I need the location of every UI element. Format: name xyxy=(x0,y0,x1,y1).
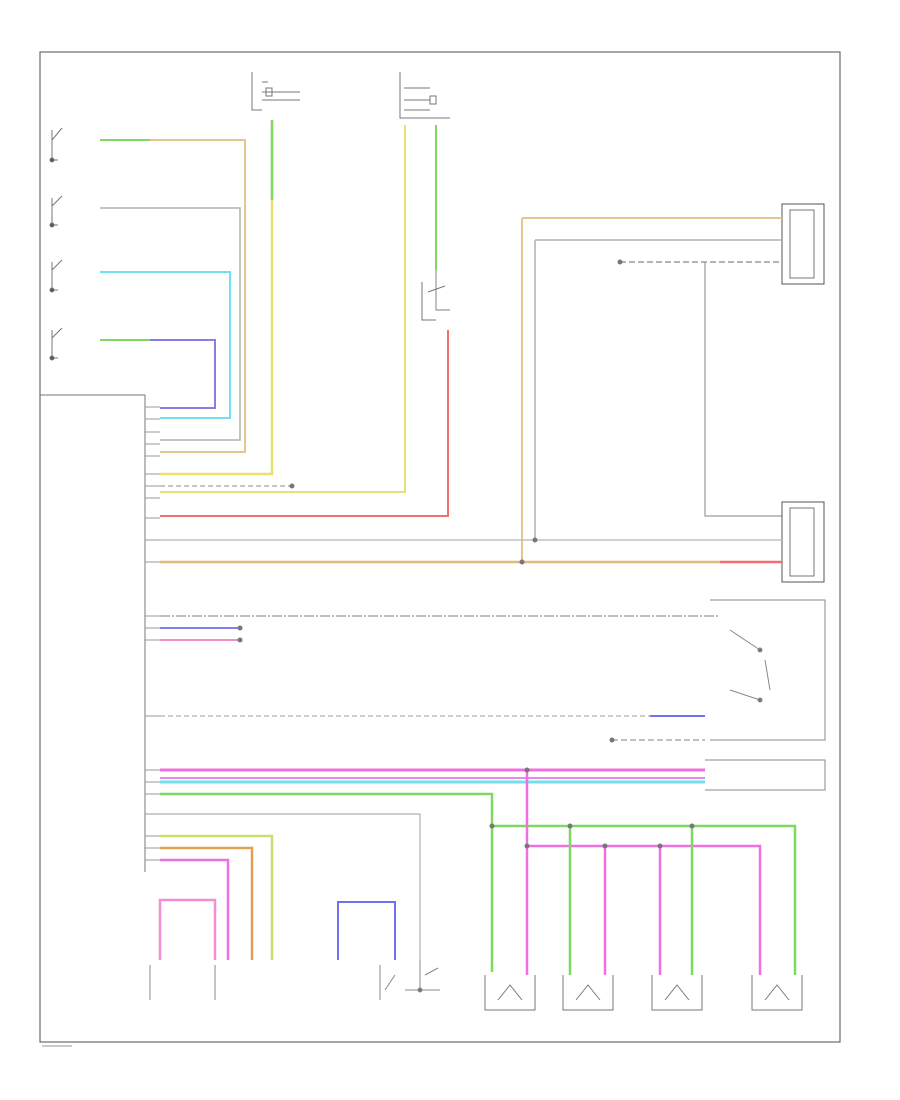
wire-switch2-gray xyxy=(100,207,241,441)
wire-pink-loop xyxy=(158,898,217,960)
wire-switch4-violet xyxy=(100,339,216,409)
wire-green-794 xyxy=(160,792,494,972)
switch-block-outline xyxy=(710,599,826,741)
ground-point-4 xyxy=(237,637,243,643)
actuator-right-rear xyxy=(651,975,703,1011)
control-unit-bracket xyxy=(40,394,146,872)
wire-gray-814 xyxy=(160,813,421,960)
wire-yellowgreen-836 xyxy=(160,834,274,960)
bottom-component-3 xyxy=(405,960,440,993)
splice-1 xyxy=(519,559,525,565)
wire-orange-848 xyxy=(160,846,254,960)
wire-pink-hbus xyxy=(527,844,762,975)
actuator-left-rear xyxy=(562,975,614,1011)
splice-2 xyxy=(532,537,538,543)
wire-relay-red xyxy=(160,330,449,517)
ground-point-1 xyxy=(289,483,295,489)
unit-pin-rows xyxy=(145,406,160,861)
diagram-frame xyxy=(39,51,841,1043)
ground-point-2 xyxy=(617,259,623,265)
wire-fuse2-yellow xyxy=(160,125,406,493)
actuator-front-passenger xyxy=(484,975,536,1011)
wire-green-bus xyxy=(492,824,797,975)
left-door-switches xyxy=(49,127,63,361)
wire-magenta-860 xyxy=(160,858,230,960)
status-block-outline xyxy=(705,759,826,791)
wire-fuse1-yellow xyxy=(160,200,274,476)
wire-switch1-tan xyxy=(100,139,246,453)
ground-point-5 xyxy=(609,737,615,743)
right-actuator-mid xyxy=(781,501,825,583)
window-switch-internals xyxy=(729,629,771,703)
top-fuse-block-1 xyxy=(251,72,300,111)
right-actuator-mid-pins xyxy=(789,507,815,577)
relay-component xyxy=(421,282,446,321)
right-actuator-top-pins xyxy=(789,209,815,279)
wire-blue-loop xyxy=(337,901,396,960)
right-actuator-top xyxy=(781,203,825,285)
top-fuse-block-2 xyxy=(399,72,450,119)
wire-fuse2-gray xyxy=(435,270,450,311)
bus-splices xyxy=(489,767,695,849)
ground-point-3 xyxy=(237,625,243,631)
actuator-back-door xyxy=(751,975,803,1011)
bottom-component-1 xyxy=(149,965,216,1000)
wire-switch3-cyan xyxy=(100,271,231,419)
bottom-component-2 xyxy=(379,965,396,1000)
wire-top-actuator-drop xyxy=(704,262,782,517)
